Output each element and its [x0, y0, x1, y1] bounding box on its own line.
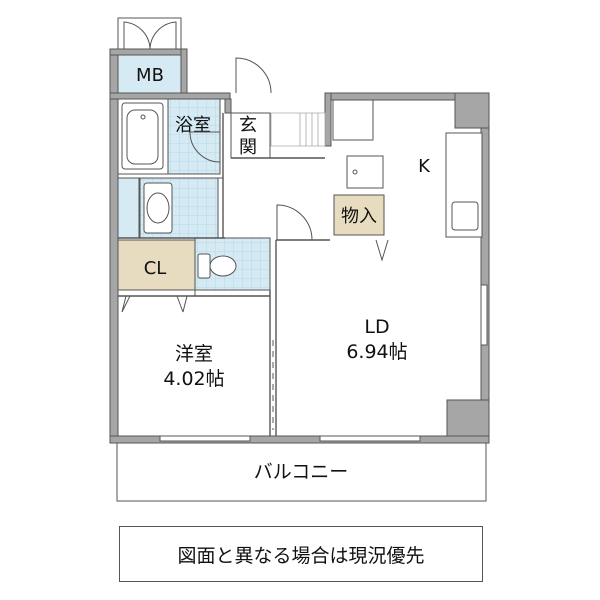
bathtub-icon — [121, 102, 164, 170]
bath-label: 浴室 — [175, 115, 211, 136]
entry-door — [235, 57, 272, 94]
corridor-door — [276, 204, 313, 241]
note-box: 図面と異なる場合は現況優先 — [119, 526, 483, 582]
storage — [333, 194, 385, 236]
windows — [159, 284, 488, 442]
kitchen-fixtures — [332, 99, 483, 238]
storage-label: 物入 — [341, 206, 377, 227]
washer-space — [117, 177, 140, 239]
ld-size: 6.94帖 — [346, 341, 407, 363]
entrance-label-1: 玄 — [239, 115, 257, 136]
mb-label: MB — [136, 65, 164, 86]
entrance — [230, 112, 271, 159]
storage-door — [375, 239, 389, 262]
closet — [117, 239, 196, 291]
western-room-size: 4.02帖 — [163, 368, 224, 390]
meter-box — [117, 54, 182, 94]
balcony-label: バルコニー — [254, 461, 349, 483]
bath-door — [189, 131, 221, 163]
toilet-icon — [197, 253, 237, 279]
entrance-label-2: 関 — [239, 137, 257, 158]
interior-walls — [118, 113, 330, 436]
kitchen-label: K — [418, 156, 431, 177]
balcony — [116, 442, 487, 502]
western-room-label: 洋室 — [175, 343, 213, 365]
closet-doors — [117, 290, 196, 313]
entrance-step — [270, 112, 326, 147]
outer-walls — [109, 48, 490, 444]
closet-label: CL — [144, 258, 167, 279]
bath-tiles — [167, 98, 221, 175]
washbasin-icon — [143, 182, 173, 234]
ld-label: LD — [364, 316, 389, 338]
mb-doors — [117, 17, 182, 50]
note-text: 図面と異なる場合は現況優先 — [177, 544, 425, 567]
